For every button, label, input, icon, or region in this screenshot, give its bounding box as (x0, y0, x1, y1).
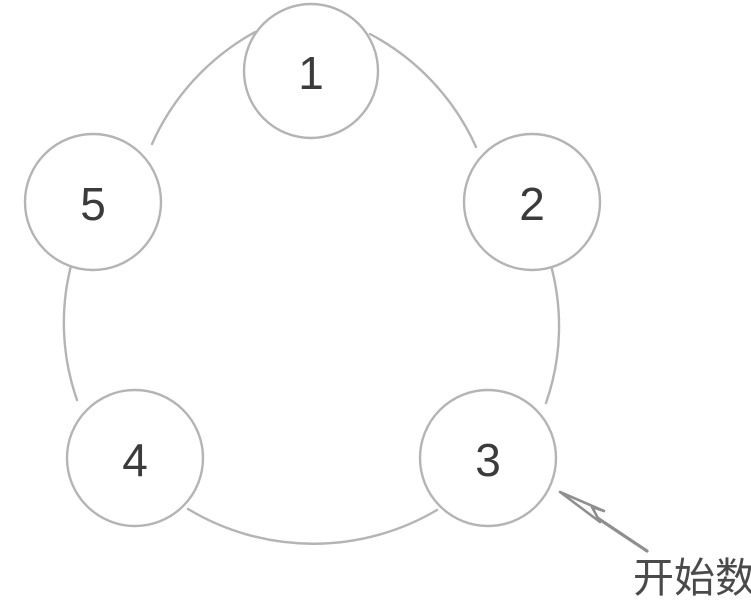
node-4-label: 4 (122, 434, 148, 486)
link-4-to-5 (62, 260, 79, 402)
node-2-label: 2 (519, 178, 545, 230)
link-2-to-3 (544, 260, 561, 405)
ring-links (62, 30, 561, 545)
node-5[interactable]: 5 (23, 132, 163, 272)
node-1-label: 1 (298, 47, 324, 99)
annotation-arrow-head-icon (558, 490, 606, 524)
link-5-to-1 (150, 30, 257, 146)
node-3[interactable]: 3 (418, 388, 558, 528)
link-3-to-4 (186, 507, 439, 545)
start-annotation: 开始数 (558, 490, 751, 602)
node-2[interactable]: 2 (462, 132, 602, 272)
node-5-label: 5 (80, 178, 106, 230)
node-3-circle[interactable] (418, 388, 558, 528)
node-1[interactable]: 1 (242, 2, 380, 140)
node-4[interactable]: 4 (65, 388, 205, 528)
node-5-circle[interactable] (23, 132, 163, 272)
node-4-circle[interactable] (65, 388, 205, 528)
node-2-circle[interactable] (462, 132, 602, 272)
node-3-label: 3 (475, 434, 501, 486)
link-1-to-2 (368, 32, 478, 149)
annotation-label: 开始数 (633, 554, 751, 602)
node-1-circle[interactable] (242, 2, 380, 140)
annotation-arrow-shaft (594, 515, 649, 553)
